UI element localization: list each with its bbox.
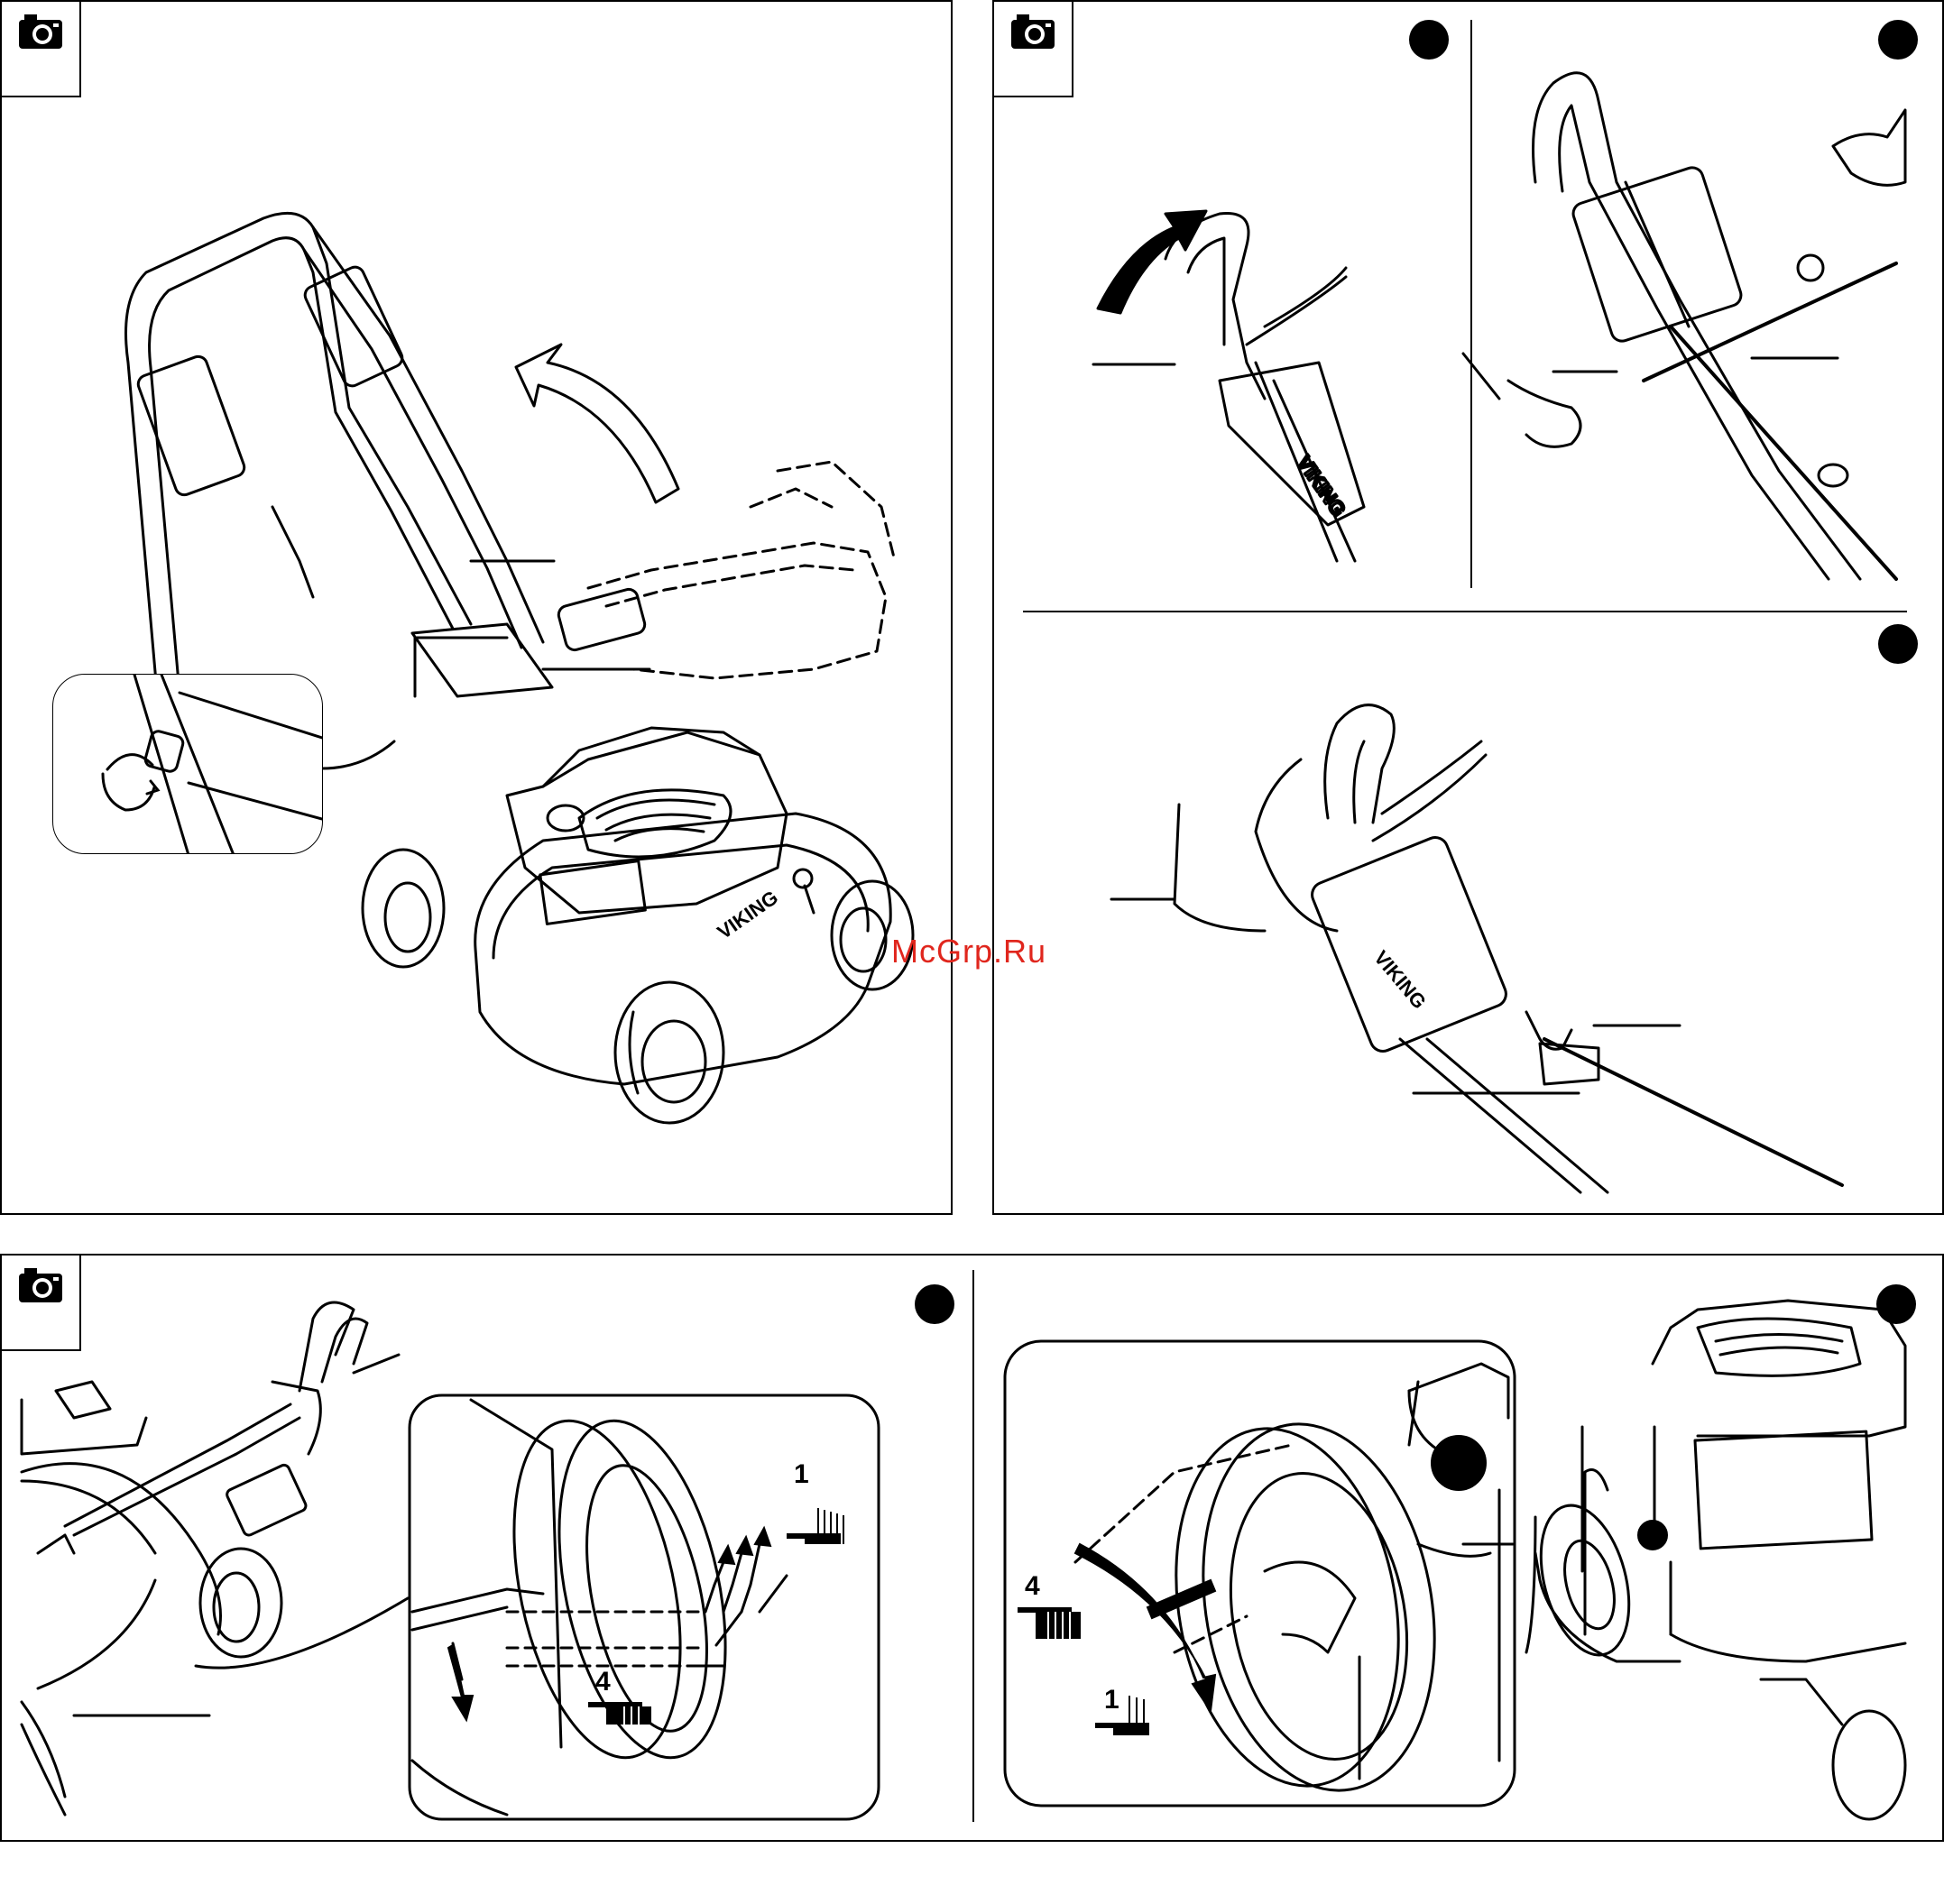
height-label-4: 4 (1025, 1573, 1040, 1600)
brand-logo-text: VIKING (1293, 452, 1350, 520)
height-label-1: 1 (1104, 1687, 1119, 1714)
panel-cable-routing: VIKING (992, 0, 1944, 1215)
inset-clamp-knob (52, 674, 323, 854)
cable-illustration: VIKING (994, 2, 1942, 1213)
rear-wheel-illustration (2, 1256, 1942, 1840)
height-label-1: 1 (794, 1461, 809, 1488)
brand-logo-text: VIKING (714, 886, 782, 943)
mower-illustration: VIKING (2, 2, 951, 1213)
panel-handle-unfold: VIKING (0, 0, 953, 1215)
height-label-4: 4 (595, 1669, 611, 1696)
brand-logo-text: VIKING (1369, 946, 1431, 1013)
watermark-text: McGrp.Ru (891, 933, 1046, 970)
panel-height-adjust-rear: 1 4 4 1 (0, 1254, 1944, 1842)
knob-detail (53, 675, 322, 853)
